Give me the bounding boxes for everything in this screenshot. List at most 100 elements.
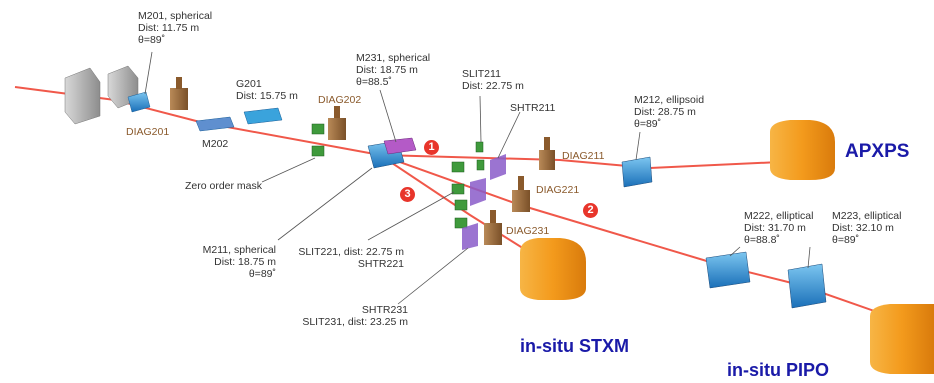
slits <box>311 123 485 229</box>
label-diag202: DIAG202 <box>318 94 362 106</box>
label-diag221: DIAG221 <box>536 184 580 196</box>
label-m222: M222, elliptical Dist: 31.70 m θ=88.8˚ <box>744 210 813 246</box>
leader-slit211 <box>479 95 482 143</box>
shutter-221 <box>470 178 486 206</box>
leader-m211 <box>277 167 373 241</box>
label-m222-dist: Dist: 31.70 m <box>744 222 806 234</box>
diag231-block <box>484 223 502 245</box>
label-zero-order-mask: Zero order mask <box>185 180 263 192</box>
source-box-1 <box>64 67 101 125</box>
slit211-b <box>476 159 485 171</box>
diag221-post <box>518 176 524 190</box>
label-m211-name: M211, spherical <box>202 244 276 256</box>
label-slit211-dist: Dist: 22.75 m <box>462 80 524 92</box>
endstation-shapes <box>520 120 934 374</box>
endstation-apxps-title: APXPS <box>845 141 910 162</box>
label-m212-name: M212, ellipsoid <box>634 94 705 106</box>
label-m222-theta: θ=88.8˚ <box>744 234 780 246</box>
label-m223-name: M223, elliptical <box>832 210 902 222</box>
label-m223-theta: θ=89˚ <box>832 234 860 246</box>
label-m222-name: M222, elliptical <box>744 210 814 222</box>
mirror-m222 <box>705 251 751 289</box>
label-slit221: SLIT221, dist: 22.75 m SHTR221 <box>292 246 404 270</box>
apxps-chamber <box>770 120 835 180</box>
label-m231-dist: Dist: 18.75 m <box>356 64 418 76</box>
mirror-m223 <box>787 263 827 309</box>
label-diag231: DIAG231 <box>506 225 550 237</box>
label-m211: M211, spherical Dist: 18.75 m θ=89˚ <box>178 244 276 280</box>
slit231-a <box>454 199 468 211</box>
label-diag211: DIAG211 <box>562 150 605 162</box>
label-m201-dist: Dist: 11.75 m <box>138 22 200 34</box>
label-m201-theta: θ=89˚ <box>138 34 166 46</box>
diag221-block <box>512 190 530 212</box>
stxm-chamber <box>520 238 586 300</box>
label-g201: G201 Dist: 15.75 m <box>236 78 298 102</box>
label-m212: M212, ellipsoid Dist: 28.75 m θ=89˚ <box>634 94 704 130</box>
leader-slit221 <box>367 191 455 241</box>
diag202-post <box>334 106 340 118</box>
slit221-a <box>451 161 465 173</box>
beam-apxps <box>379 154 781 170</box>
label-m212-dist: Dist: 28.75 m <box>634 106 696 118</box>
label-slit221-name: SLIT221, dist: 22.75 m <box>298 246 404 258</box>
branch-badge-3: 3 <box>400 187 415 202</box>
slit221-b <box>451 183 465 195</box>
branch-badge-1: 1 <box>424 140 439 155</box>
label-shtr231-slit: SLIT231, dist: 23.25 m <box>302 316 408 328</box>
label-m201: M201, spherical Dist: 11.75 m θ=89˚ <box>138 10 212 46</box>
leader-zero-order <box>261 157 316 183</box>
diag211-block <box>539 150 555 170</box>
grating-g201 <box>243 107 283 125</box>
source-boxes <box>64 65 139 125</box>
label-m212-theta: θ=89˚ <box>634 118 662 130</box>
leader-lines <box>144 51 811 305</box>
leader-shtr211 <box>497 111 521 159</box>
shutters <box>462 154 506 250</box>
label-shtr231: SHTR231 SLIT231, dist: 23.25 m <box>292 304 408 328</box>
diag211-post <box>544 137 550 150</box>
branch-badge-2: 2 <box>583 203 598 218</box>
label-m231: M231, spherical Dist: 18.75 m θ=88.5˚ <box>356 52 430 88</box>
shutter-211 <box>490 154 506 180</box>
mirror-m201 <box>127 91 151 113</box>
label-diag201: DIAG201 <box>126 126 170 138</box>
label-m223-dist: Dist: 32.10 m <box>832 222 894 234</box>
diagnostics <box>170 77 555 245</box>
slit211-a <box>475 141 484 153</box>
label-slit211-name: SLIT211 <box>462 68 501 80</box>
endstation-pipo-title: in-situ PIPO <box>727 360 830 380</box>
label-m201-name: M201, spherical <box>138 10 213 22</box>
mirror-m212 <box>621 156 653 188</box>
leader-m212 <box>635 131 641 161</box>
leader-m222 <box>729 246 741 257</box>
slit231-b <box>454 217 468 229</box>
label-m231-theta: θ=88.5˚ <box>356 76 392 88</box>
diag231-post <box>490 210 496 223</box>
label-shtr211: SHTR211 <box>510 102 556 114</box>
leader-m201 <box>144 51 153 95</box>
label-m211-theta: θ=89˚ <box>248 268 276 280</box>
beam-stxm <box>379 154 546 263</box>
slit-diag202-a <box>311 123 325 135</box>
leader-shtr231 <box>397 247 469 305</box>
diag202-block <box>328 118 346 140</box>
endstation-stxm-title: in-situ STXM <box>520 336 629 356</box>
label-g201-dist: Dist: 15.75 m <box>236 90 298 102</box>
mirror-m202 <box>195 116 235 132</box>
label-m223: M223, elliptical Dist: 32.10 m θ=89˚ <box>832 210 901 246</box>
label-slit221-shutter: SHTR221 <box>357 258 404 270</box>
diag201-post <box>176 77 182 89</box>
shutter-231 <box>462 223 478 250</box>
label-slit211: SLIT211 Dist: 22.75 m <box>462 68 524 92</box>
label-g201-name: G201 <box>236 78 262 90</box>
pipo-chamber <box>870 304 934 374</box>
label-m202: M202 <box>202 138 229 150</box>
leader-m231 <box>379 89 397 143</box>
label-m231-name: M231, spherical <box>356 52 431 64</box>
diag201-block <box>170 88 188 110</box>
optical-elements <box>127 91 827 309</box>
slit-diag202-b <box>311 145 325 157</box>
